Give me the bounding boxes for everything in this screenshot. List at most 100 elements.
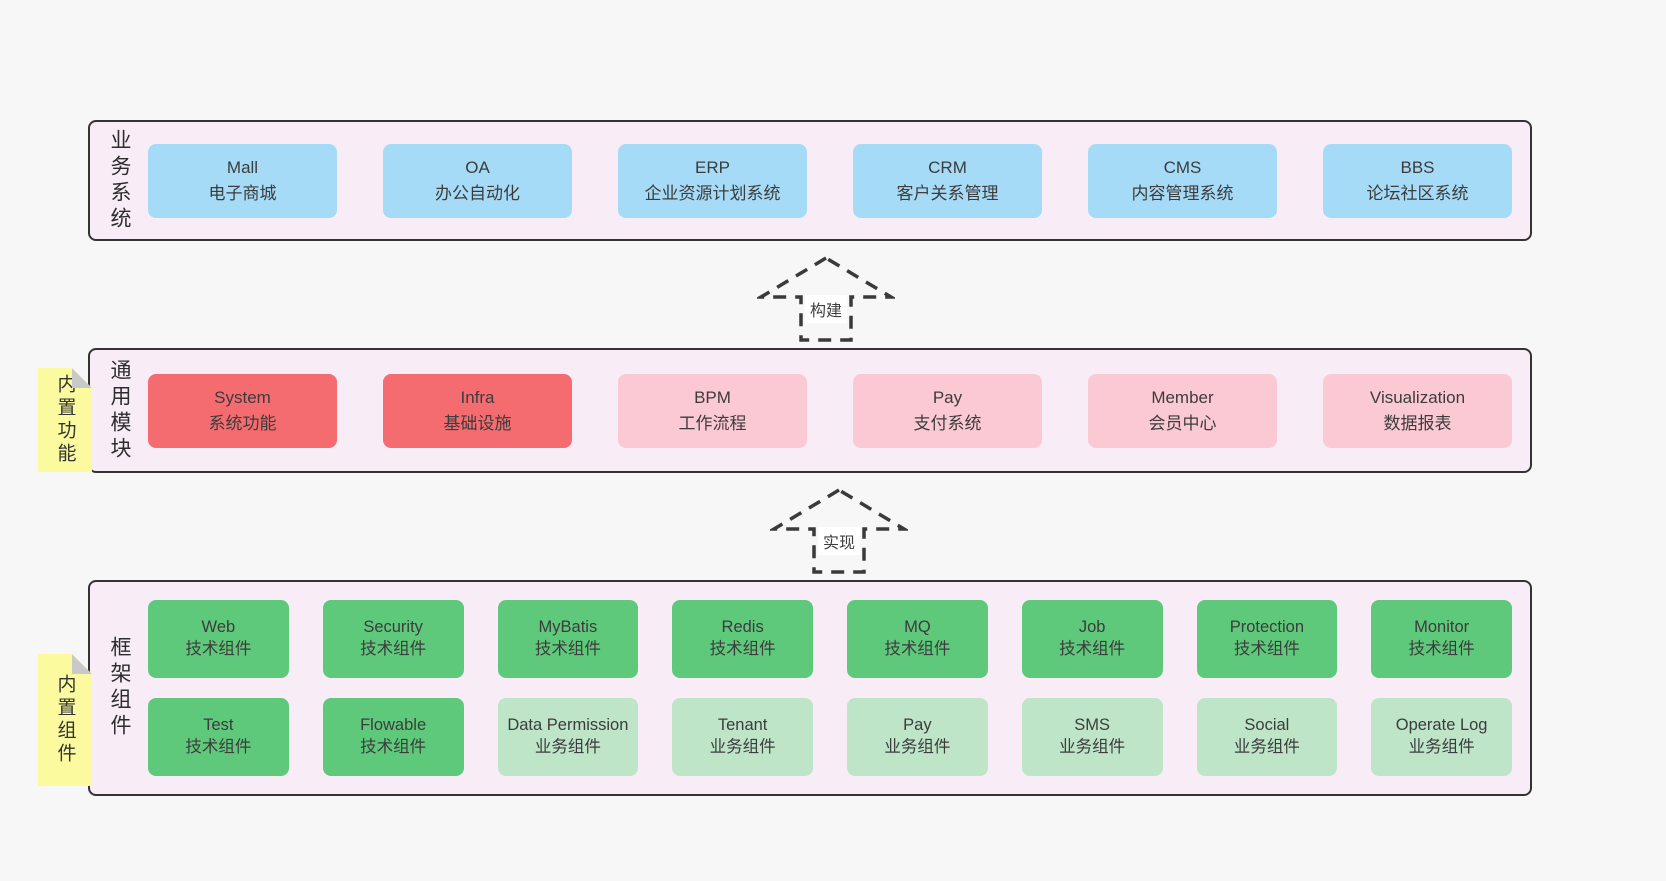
box-subtitle: 技术组件 <box>360 640 427 658</box>
box-title: Mall <box>226 158 259 177</box>
box-erp: ERP 企业资源计划系统 <box>618 143 807 218</box>
box-mq: MQ 技术组件 <box>847 600 988 678</box>
box-title: SMS <box>1074 716 1110 735</box>
box-cms: CMS 内容管理系统 <box>1088 143 1277 218</box>
box-subtitle: 数据报表 <box>1383 413 1452 433</box>
box-monitor: Monitor 技术组件 <box>1371 600 1512 678</box>
box-test: Test 技术组件 <box>148 698 289 776</box>
box-title: Operate Log <box>1395 716 1488 735</box>
component-boxes: Web 技术组件 Security 技术组件 MyBatis 技术组件 Redi… <box>148 582 1512 794</box>
box-title: Web <box>201 618 236 637</box>
sticky-note-label: 内置功能 <box>54 374 76 466</box>
box-subtitle: 技术组件 <box>1233 640 1300 658</box>
box-title: BPM <box>694 388 731 407</box>
box-subtitle: 客户关系管理 <box>896 183 999 203</box>
box-title: Data Permission <box>507 716 629 735</box>
box-visualization: Visualization 数据报表 <box>1323 373 1512 448</box>
box-title: Protection <box>1229 618 1305 637</box>
box-title: Pay <box>903 716 932 735</box>
layer-business-systems: 业务系统 Mall 电子商城 OA 办公自动化 ERP 企业资源计划系统 CRM… <box>88 120 1532 241</box>
box-title: Job <box>1078 618 1106 637</box>
layer-label-business: 业务系统 <box>108 128 131 233</box>
box-mall: Mall 电子商城 <box>148 143 337 218</box>
box-title: Visualization <box>1369 388 1466 407</box>
box-subtitle: 系统功能 <box>208 413 277 433</box>
box-title: Tenant <box>717 716 768 735</box>
box-subtitle: 技术组件 <box>360 738 427 756</box>
layer-label-components: 框架组件 <box>108 636 131 740</box>
box-subtitle: 业务组件 <box>709 738 776 756</box>
box-pay: Pay 支付系统 <box>853 373 1042 448</box>
box-subtitle: 技术组件 <box>185 738 252 756</box>
box-data-permission: Data Permission 业务组件 <box>497 698 639 776</box>
module-boxes: System 系统功能 Infra 基础设施 BPM 工作流程 Pay 支付系统… <box>148 350 1512 471</box>
box-subtitle: 技术组件 <box>185 640 252 658</box>
layer-common-modules: 通用模块 System 系统功能 Infra 基础设施 BPM 工作流程 Pay… <box>88 348 1532 473</box>
box-title: OA <box>465 158 490 177</box>
up-arrow-icon <box>757 255 895 342</box>
sticky-note-built-in-functions: 内置功能 <box>38 368 92 472</box>
box-subtitle: 业务组件 <box>1408 738 1475 756</box>
box-subtitle: 技术组件 <box>884 640 951 658</box>
box-oa: OA 办公自动化 <box>383 143 572 218</box>
box-subtitle: 业务组件 <box>884 738 951 756</box>
box-social: Social 业务组件 <box>1196 698 1338 776</box>
layer-label-modules: 通用模块 <box>108 358 131 463</box>
box-title: Redis <box>721 618 764 637</box>
box-crm: CRM 客户关系管理 <box>853 143 1042 218</box>
box-subtitle: 会员中心 <box>1148 413 1217 433</box>
box-subtitle: 论坛社区系统 <box>1366 183 1469 203</box>
box-bpm: BPM 工作流程 <box>618 373 807 448</box>
box-title: Security <box>363 618 423 637</box>
box-subtitle: 内容管理系统 <box>1131 183 1234 203</box>
box-operate-log: Operate Log 业务组件 <box>1371 698 1512 776</box>
box-protection: Protection 技术组件 <box>1196 600 1338 678</box>
box-subtitle: 技术组件 <box>1059 640 1126 658</box>
arrow-build: 构建 <box>757 255 895 343</box>
box-flowable: Flowable 技术组件 <box>322 698 464 776</box>
box-title: Pay <box>932 388 963 407</box>
box-subtitle: 业务组件 <box>1233 738 1300 756</box>
box-tenant: Tenant 业务组件 <box>672 698 813 776</box>
layer-framework-components: 框架组件 Web 技术组件 Security 技术组件 MyBatis 技术组件… <box>88 580 1532 796</box>
box-mybatis: MyBatis 技术组件 <box>497 600 639 678</box>
box-infra: Infra 基础设施 <box>383 373 572 448</box>
box-job: Job 技术组件 <box>1021 600 1163 678</box>
box-subtitle: 业务组件 <box>534 738 601 756</box>
sticky-note-built-in-components: 内置组件 <box>38 654 92 786</box>
box-security: Security 技术组件 <box>322 600 464 678</box>
box-subtitle: 工作流程 <box>678 413 747 433</box>
box-title: BBS <box>1400 158 1435 177</box>
box-title: System <box>214 388 271 407</box>
box-title: Infra <box>460 388 495 407</box>
box-subtitle: 业务组件 <box>1059 738 1126 756</box>
box-subtitle: 企业资源计划系统 <box>644 183 781 203</box>
box-title: CRM <box>928 158 967 177</box>
box-title: MyBatis <box>538 618 598 637</box>
box-system: System 系统功能 <box>148 373 337 448</box>
arrow-implement: 实现 <box>770 487 908 575</box>
box-subtitle: 技术组件 <box>709 640 776 658</box>
box-subtitle: 办公自动化 <box>435 183 520 203</box>
box-title: Test <box>203 716 234 735</box>
box-web: Web 技术组件 <box>148 600 289 678</box>
arrow-implement-label: 实现 <box>817 527 861 555</box>
box-title: Monitor <box>1414 618 1470 637</box>
box-subtitle: 支付系统 <box>913 413 982 433</box>
arrow-build-label: 构建 <box>804 295 848 323</box>
box-title: ERP <box>695 158 730 177</box>
box-title: Flowable <box>360 716 427 735</box>
box-title: Social <box>1244 716 1290 735</box>
box-subtitle: 技术组件 <box>1408 640 1475 658</box>
box-sms: SMS 业务组件 <box>1021 698 1163 776</box>
up-arrow-icon <box>770 487 908 574</box>
business-boxes: Mall 电子商城 OA 办公自动化 ERP 企业资源计划系统 CRM 客户关系… <box>148 122 1512 239</box>
box-title: CMS <box>1163 158 1202 177</box>
box-bbs: BBS 论坛社区系统 <box>1323 143 1512 218</box>
box-member: Member 会员中心 <box>1088 373 1277 448</box>
box-redis: Redis 技术组件 <box>672 600 813 678</box>
box-subtitle: 电子商城 <box>208 183 277 203</box>
box-title: Member <box>1151 388 1214 407</box>
box-subtitle: 基础设施 <box>443 413 512 433</box>
